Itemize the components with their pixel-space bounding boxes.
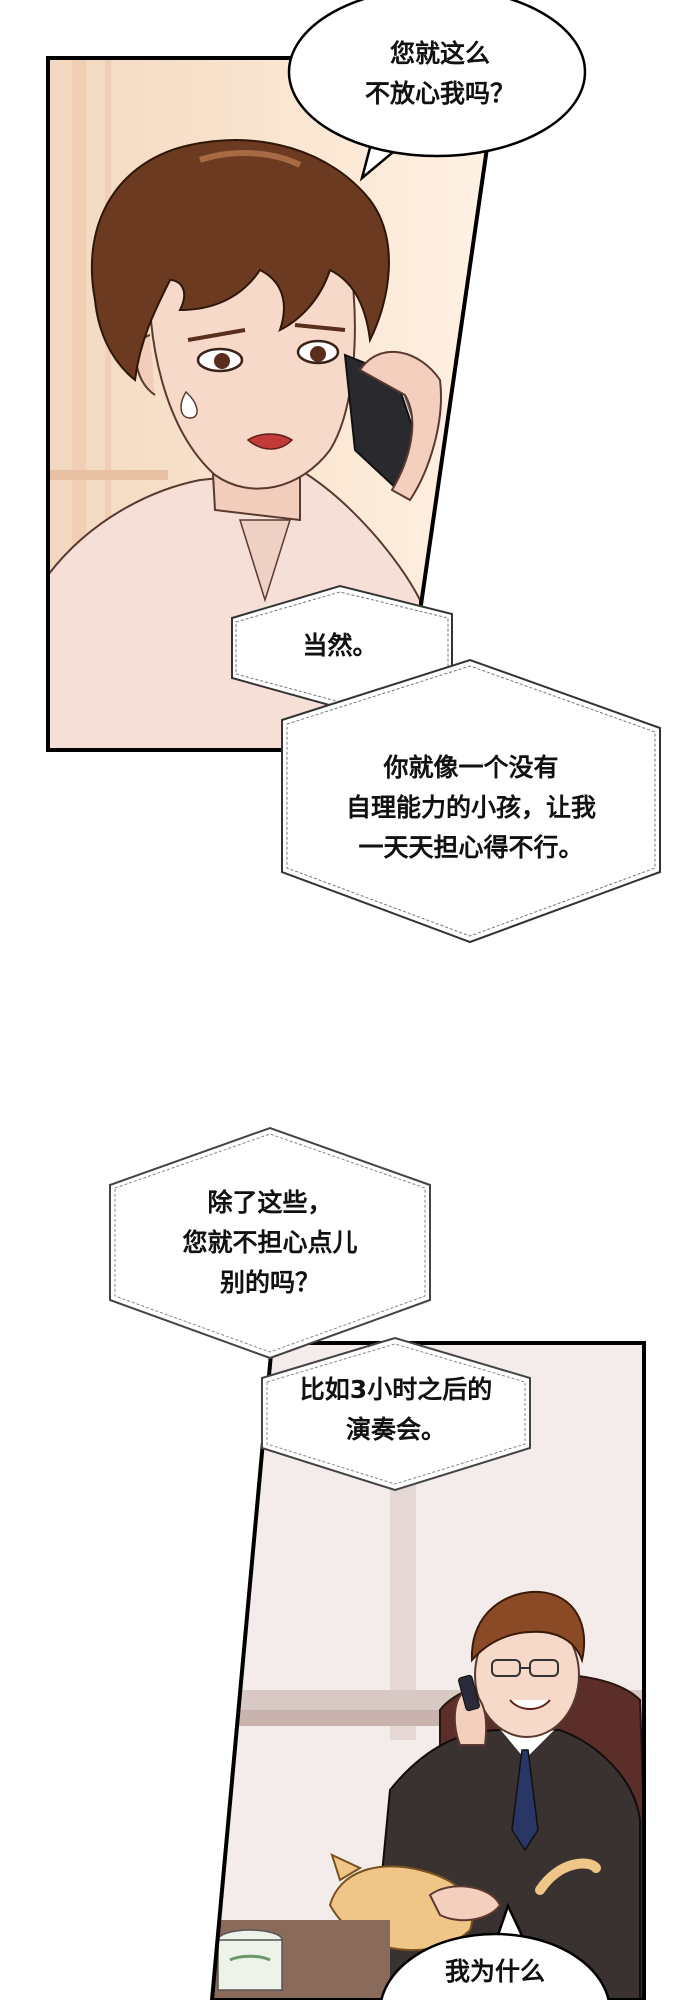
- hand: [358, 351, 442, 502]
- hair: [90, 139, 390, 382]
- hex-bubble-d: [261, 1336, 531, 1492]
- tie: [511, 1749, 539, 1852]
- hex-bubble-a-text: 当然。: [302, 631, 378, 660]
- speech-bubble-bottom: [380, 1902, 610, 2000]
- hex-bubble-b: [281, 658, 661, 944]
- panel-1: [46, 56, 503, 752]
- face: [148, 259, 356, 490]
- sweat-drop: [180, 390, 198, 419]
- mouth: [246, 433, 294, 450]
- speech-bubble-top: [287, 0, 587, 182]
- hair-suit: [470, 1590, 586, 1664]
- speech-bubble-bottom-text: 我为什么: [444, 1957, 545, 1986]
- speech-bubble-top-text: 您就这么 不放心我吗？: [364, 39, 515, 108]
- hex-bubble-c: [109, 1126, 431, 1360]
- panel-2-border: [209, 1341, 646, 2000]
- hex-bubble-b-text: 你就像一个没有 自理能力的小孩，让我 一天天担心得不行。: [345, 753, 596, 862]
- hex-bubble-c-text: 除了这些， 您就不担心点儿 别的吗？: [182, 1188, 358, 1297]
- hex-bubble-d-text: 比如3小时之后的 演奏会。: [299, 1375, 493, 1444]
- smartphone-icon-2: [458, 1674, 480, 1712]
